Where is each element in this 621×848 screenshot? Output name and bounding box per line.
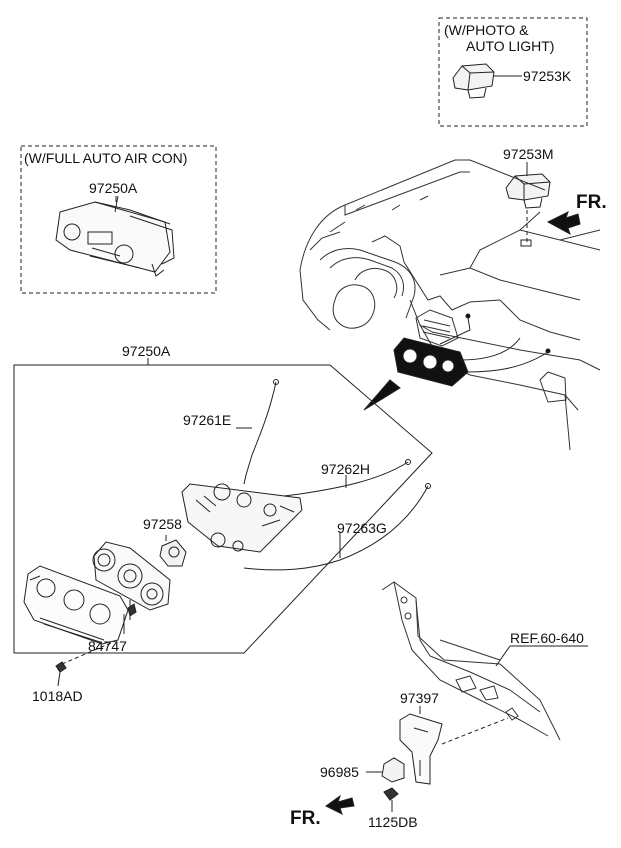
photo-auto-light-title-1: (W/PHOTO & — [444, 22, 529, 38]
assembly-97250a-outline — [13, 364, 433, 654]
label-96985: 96985 — [320, 764, 359, 780]
label-ref: REF.60-640 — [510, 630, 584, 646]
dashboard-drawing — [299, 159, 601, 451]
label-97397: 97397 — [400, 690, 439, 706]
bolt-1125db — [383, 787, 399, 812]
installed-control-unit — [393, 313, 551, 387]
front-direction-bottom: FR. — [290, 808, 321, 829]
clip-96985 — [366, 757, 405, 783]
label-97253k: 97253K — [523, 68, 572, 84]
label-97261e: 97261E — [183, 412, 232, 428]
label-97262h: 97262H — [321, 461, 371, 477]
front-arrow-bottom — [325, 794, 355, 815]
front-arrow-top — [546, 211, 581, 236]
label-84747: 84747 — [88, 638, 127, 654]
label-97250a-box: 97250A — [89, 180, 138, 196]
front-panel — [23, 565, 129, 645]
label-97258: 97258 — [143, 516, 182, 532]
body-structure — [381, 581, 561, 741]
full-auto-aircon-title: (W/FULL AUTO AIR CON) — [24, 150, 188, 166]
label-97250a-main: 97250A — [122, 343, 171, 359]
label-1018ad: 1018AD — [32, 688, 83, 704]
full-auto-aircon-unit — [55, 195, 175, 277]
knob-97258 — [159, 535, 187, 567]
cable-97262h — [283, 459, 411, 497]
bracket-97397 — [399, 706, 509, 785]
cable-97263g — [243, 483, 431, 571]
screw-1018ad — [55, 639, 119, 687]
label-97263g: 97263G — [337, 520, 387, 536]
cable-97261e — [236, 379, 279, 485]
photo-auto-light-box — [438, 17, 588, 127]
sensor-97253k-drawing — [452, 63, 522, 99]
ref-leader — [495, 645, 588, 667]
install-pointer-arrow — [363, 379, 401, 411]
heater-control-body — [181, 483, 303, 553]
photo-auto-light-title-2: AUTO LIGHT) — [466, 38, 555, 54]
front-direction-top: FR. — [576, 192, 607, 213]
label-97253m: 97253M — [503, 146, 554, 162]
full-auto-aircon-box — [20, 145, 217, 294]
label-1125db: 1125DB — [368, 814, 418, 830]
knob-cluster — [92, 541, 171, 620]
